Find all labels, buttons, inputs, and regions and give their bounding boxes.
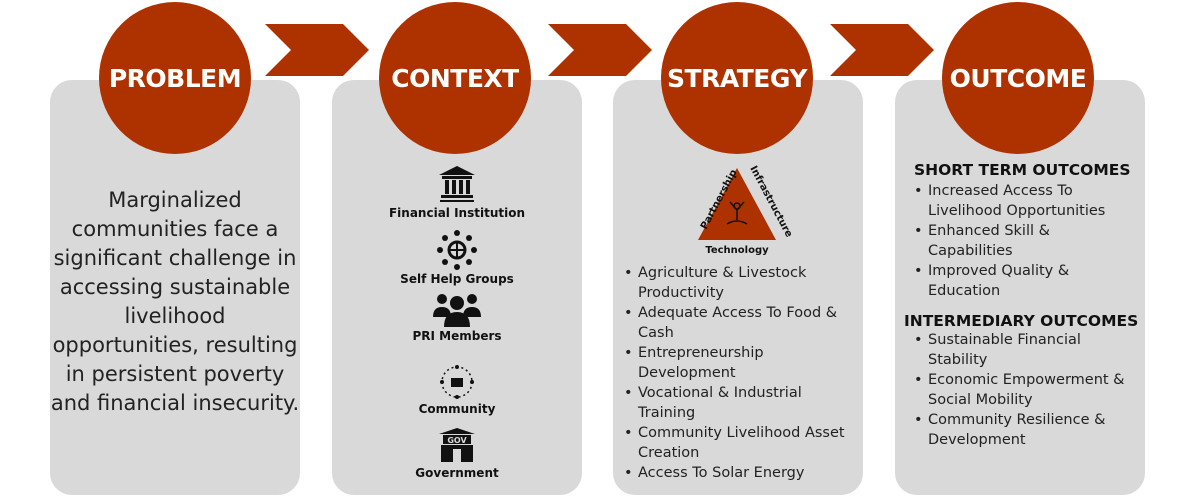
context-item: Financial Institution: [382, 164, 532, 220]
context-label: Government: [415, 466, 499, 480]
strategy-item: Adequate Access To Food & Cash: [624, 303, 854, 343]
community-icon: [440, 365, 474, 399]
network-people-icon: [437, 230, 477, 270]
arrow-icon: [265, 24, 369, 76]
bank-icon: [439, 166, 475, 202]
arrow-icon: [548, 24, 652, 76]
stage-context: CONTEXT: [379, 2, 531, 154]
svg-text:GOV: GOV: [447, 436, 467, 445]
strategy-triangle: Partnership Infrastructure Technology: [698, 164, 794, 256]
short-term-heading: SHORT TERM OUTCOMES: [914, 161, 1131, 179]
strategy-list: Agriculture & Livestock Productivity Ade…: [624, 263, 854, 483]
strategy-item: Entrepreneurship Development: [624, 343, 854, 383]
government-building-icon: GOV: [439, 428, 475, 462]
context-label: PRI Members: [412, 329, 502, 343]
strategy-item: Agriculture & Livestock Productivity: [624, 263, 854, 303]
person-icon: [726, 201, 748, 225]
context-label: Financial Institution: [388, 206, 526, 220]
context-item: GOV Government: [382, 428, 532, 480]
group-icon: [433, 294, 481, 327]
outcome-item: Economic Empowerment & Social Mobility: [914, 370, 1134, 410]
outcome-item: Improved Quality & Education: [914, 261, 1134, 301]
arrow-icon: [830, 24, 934, 76]
stage-problem: PROBLEM: [99, 2, 251, 154]
outcome-item: Community Resilience & Development: [914, 410, 1134, 450]
context-item: Self Help Groups: [382, 230, 532, 286]
outcome-item: Enhanced Skill & Capabilities: [914, 221, 1134, 261]
strategy-item: Community Livelihood Asset Creation: [624, 423, 854, 463]
intermediary-heading: INTERMEDIARY OUTCOMES: [904, 312, 1139, 330]
context-label: Self Help Groups: [400, 272, 514, 286]
intermediary-list: Sustainable Financial Stability Economic…: [914, 330, 1134, 450]
triangle-bottom-label: Technology: [705, 245, 769, 256]
context-item: PRI Members: [382, 293, 532, 343]
stage-strategy: STRATEGY: [661, 2, 813, 154]
strategy-item: Access To Solar Energy: [624, 463, 854, 483]
outcome-item: Sustainable Financial Stability: [914, 330, 1134, 370]
strategy-item: Vocational & Industrial Training: [624, 383, 854, 423]
context-item: Community: [382, 364, 532, 416]
short-term-list: Increased Access To Livelihood Opportuni…: [914, 181, 1134, 301]
outcome-item: Increased Access To Livelihood Opportuni…: [914, 181, 1134, 221]
stage-outcome: OUTCOME: [942, 2, 1094, 154]
problem-statement: Marginalized communities face a signific…: [50, 188, 300, 415]
context-label: Community: [418, 402, 496, 416]
